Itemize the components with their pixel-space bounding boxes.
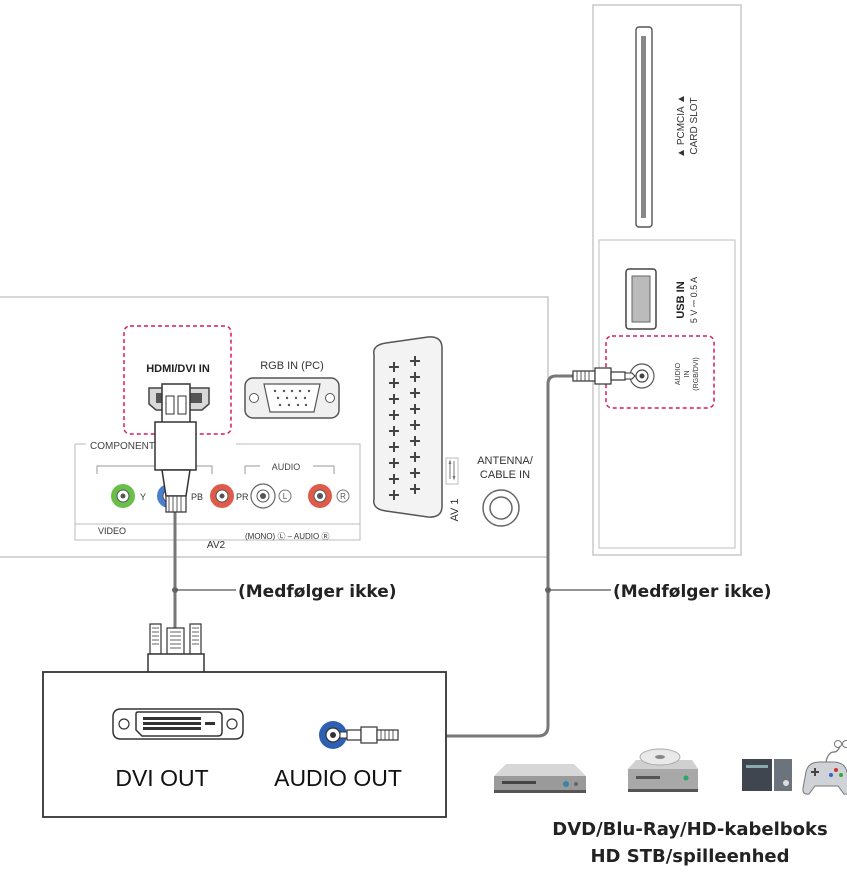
pb-label: PB (191, 492, 203, 502)
audio-out-label: AUDIO OUT (274, 765, 402, 791)
usb-spec-label: 5 V ⎓ 0.5 A (689, 277, 699, 323)
audio-in-label-line1: AUDIO (675, 362, 682, 385)
game-console-icon (802, 740, 847, 795)
video-label: VIDEO (98, 526, 126, 536)
jack-audio-r-red (308, 484, 332, 508)
l-label: L (283, 492, 288, 501)
av1-signal-icon (445, 457, 459, 485)
audio-in-label-line3: (RGB/DVI) (693, 357, 700, 390)
antenna-port (482, 489, 520, 527)
usb-in-label: USB IN (675, 281, 687, 318)
usb-port (625, 268, 657, 330)
devices-caption-line1: DVD/Blu-Ray/HD-kabelboks (552, 819, 827, 840)
audio-plug-bottom (339, 726, 399, 744)
rgb-in-label: RGB IN (PC) (260, 360, 324, 372)
cable-note-left: (Medfølger ikke) (238, 582, 397, 602)
jack-y-green (111, 484, 135, 508)
audio-group-label: AUDIO (272, 462, 301, 472)
mono-audio-label: (MONO) Ⓛ – AUDIO Ⓡ (245, 532, 329, 541)
scart-port (373, 336, 443, 518)
rgb-vga-port (244, 377, 340, 419)
cable-note-right: (Medfølger ikke) (613, 582, 772, 602)
tv-rear-panel (0, 296, 549, 558)
av2-label: AV2 (207, 540, 226, 551)
av1-label: AV 1 (449, 498, 461, 521)
pr-label: PR (236, 492, 249, 502)
audio-plug-top (572, 367, 636, 385)
set-top-box-icon (742, 759, 792, 791)
jack-audio-l-white (250, 483, 276, 509)
devices-caption-line2: HD STB/spilleenhed (590, 846, 789, 867)
audio-cable (398, 374, 611, 738)
dvi-out-port (112, 708, 244, 740)
pcmcia-label-line2: CARD SLOT (689, 97, 700, 154)
l-marker-icon (278, 489, 292, 503)
y-label: Y (140, 492, 146, 502)
pcmcia-card-slot (635, 26, 653, 228)
hdmi-dvi-in-label: HDMI/DVI IN (146, 363, 210, 375)
audio-out-jack (319, 721, 347, 749)
audio-in-label-line2: IN (684, 371, 691, 378)
audio-in-jack (629, 363, 655, 389)
r-label: R (340, 492, 346, 501)
r-marker-icon (336, 489, 350, 503)
hdmi-dvi-cable (172, 512, 236, 628)
dvi-out-label: DVI OUT (115, 765, 208, 791)
component-section (74, 443, 361, 541)
dvd-player-icon (494, 764, 586, 793)
tv-side-panel (592, 4, 742, 556)
hdmi-plug (154, 383, 197, 513)
bluray-player-icon (628, 748, 698, 792)
antenna-label-line1: ANTENNA/ (477, 455, 534, 467)
source-device-panel (42, 671, 447, 818)
antenna-label-line2: CABLE IN (480, 469, 530, 481)
component-in-label: COMPONENT IN (90, 441, 168, 452)
pcmcia-label-line1: ▲ PCMCIA ▲ (676, 94, 687, 158)
jack-pr-red (210, 484, 234, 508)
